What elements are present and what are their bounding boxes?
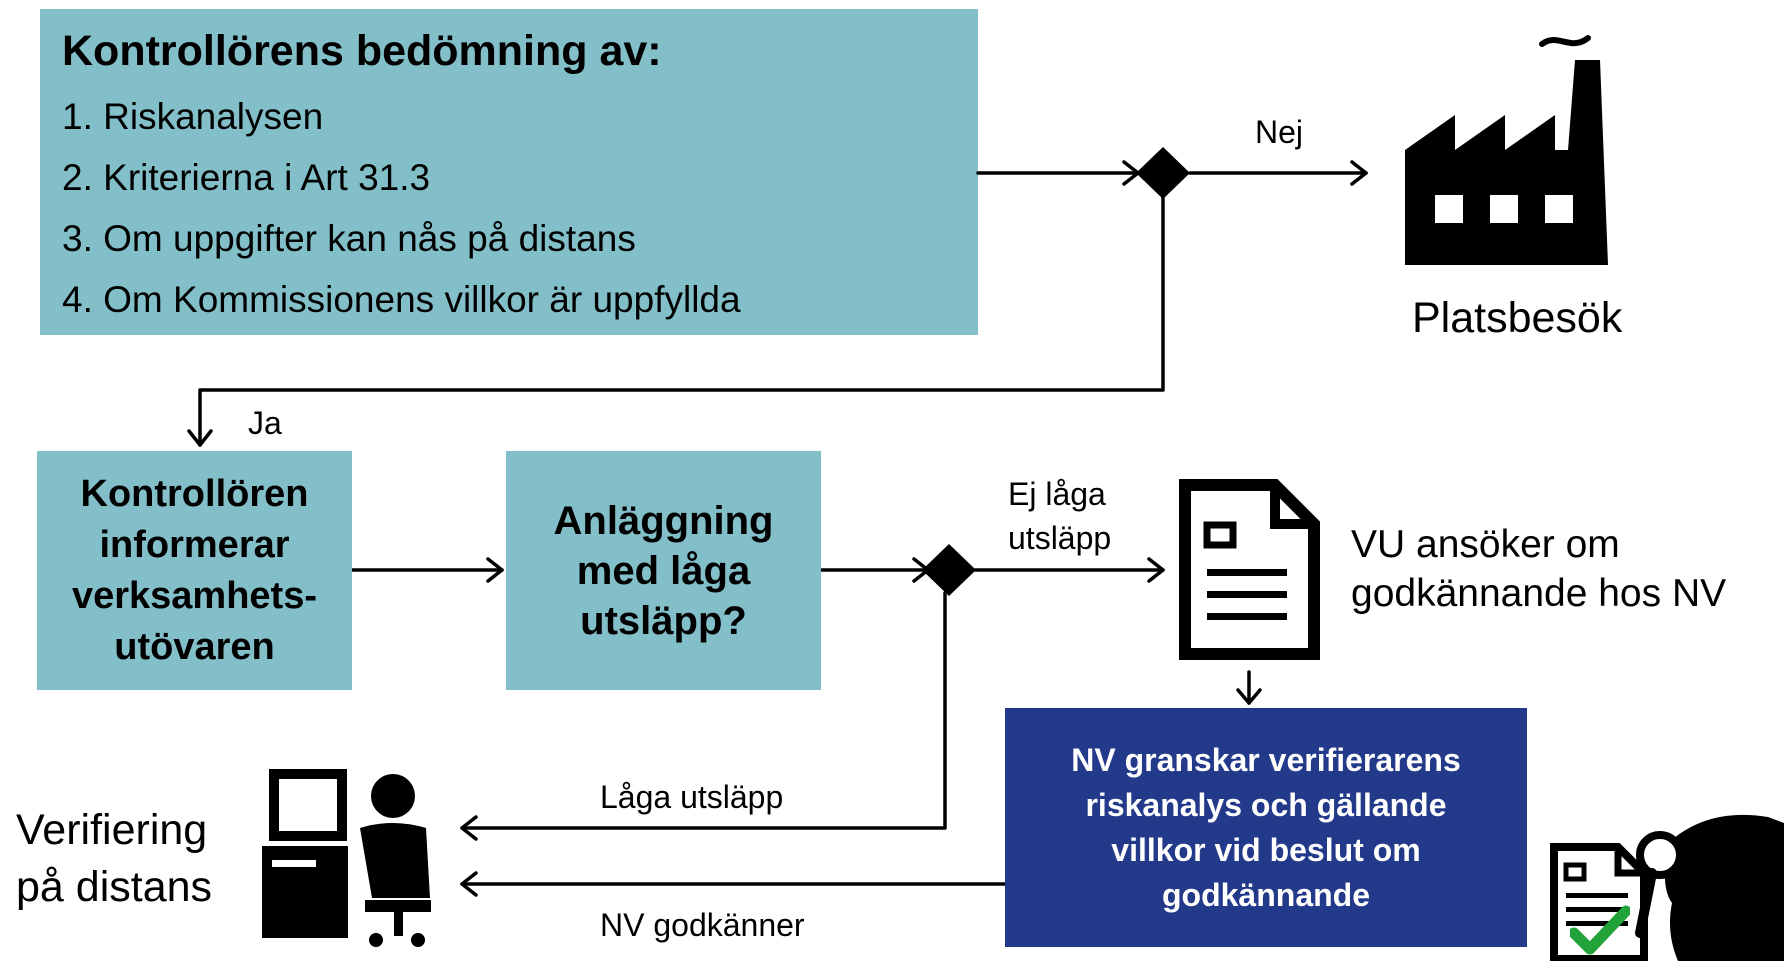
assessment-item-2: 2. Kriterierna i Art 31.3 — [62, 157, 431, 198]
remote-worker-icon — [262, 769, 431, 947]
label-applies-1: VU ansöker om — [1351, 523, 1620, 566]
label-remote-2: på distans — [16, 863, 213, 911]
low-line-1: Anläggning — [553, 498, 774, 543]
informs-line-3: verksamhets- — [71, 574, 318, 617]
decision-diamond-1 — [1136, 147, 1190, 199]
assessment-item-1: 1. Riskanalysen — [62, 96, 324, 137]
label-low-emissions: Låga utsläpp — [600, 779, 784, 815]
decision-diamond-2 — [922, 544, 976, 596]
nv-review-box: NV granskar verifierarens riskanalys och… — [1005, 708, 1527, 947]
low-line-3: utsläpp? — [580, 598, 747, 643]
assessment-title: Kontrollörens bedömning av: — [62, 27, 662, 75]
label-not-low-1: Ej låga — [1008, 476, 1106, 512]
checkmark-icon — [1570, 905, 1630, 955]
label-applies-2: godkännande hos NV — [1351, 572, 1727, 615]
review-line-2: riskanalys och gällande — [1085, 786, 1447, 823]
assessment-item-4: 4. Om Kommissionens villkor är uppfyllda — [62, 279, 741, 320]
label-ja: Ja — [248, 405, 282, 441]
informs-line-4: utövaren — [114, 625, 275, 668]
low-line-2: med låga — [576, 548, 751, 593]
informs-line-2: informerar — [99, 523, 290, 566]
informs-line-1: Kontrollören — [80, 472, 309, 515]
review-line-4: godkännande — [1161, 876, 1370, 913]
informs-operator-box: Kontrollören informerar verksamhets- utö… — [37, 451, 352, 690]
label-nej: Nej — [1255, 114, 1304, 150]
label-nv-approves: NV godkänner — [600, 907, 805, 943]
review-line-3: villkor vid beslut om — [1111, 831, 1421, 868]
label-not-low-2: utsläpp — [1008, 520, 1112, 556]
review-line-1: NV granskar verifierarens — [1071, 741, 1461, 778]
label-site-visit: Platsbesök — [1412, 294, 1623, 342]
assessment-item-3: 3. Om uppgifter kan nås på distans — [62, 218, 636, 259]
low-emission-question-box: Anläggning med låga utsläpp? — [506, 451, 821, 690]
inspector-icon — [1550, 814, 1784, 961]
document-icon — [1179, 479, 1320, 660]
label-remote-1: Verifiering — [16, 806, 208, 854]
assessment-box: Kontrollörens bedömning av: 1. Riskanaly… — [40, 9, 978, 335]
factory-icon — [1405, 35, 1608, 265]
